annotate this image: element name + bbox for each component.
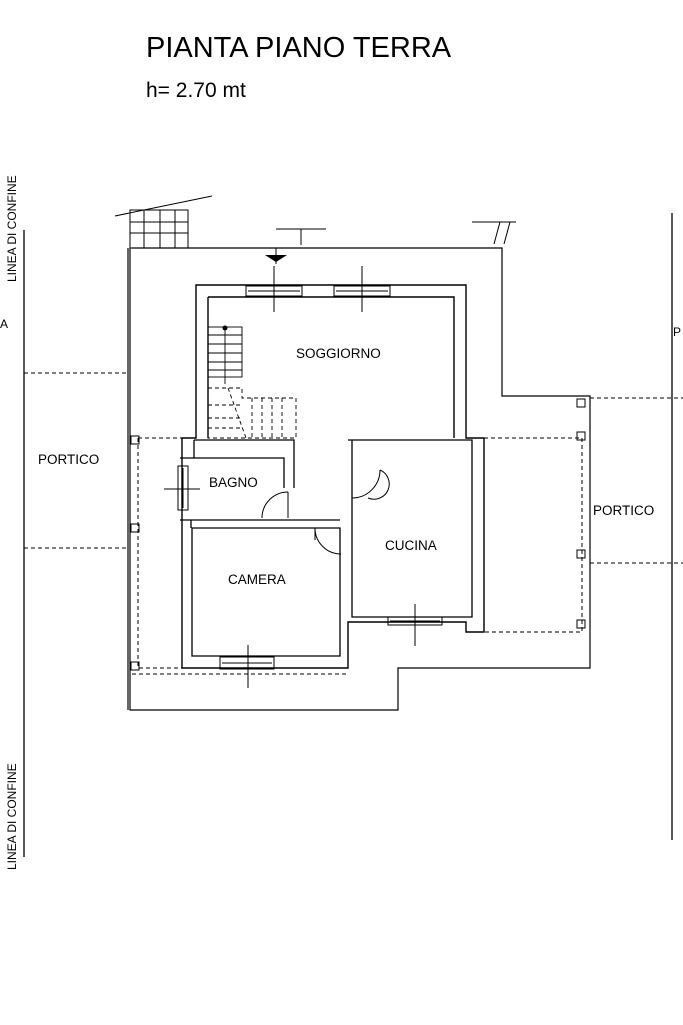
boundary-right: P — [671, 213, 681, 840]
label-portico-right: PORTICO — [593, 503, 654, 518]
internal-walls — [180, 439, 473, 657]
windows — [164, 266, 443, 688]
outer-outline — [127, 247, 591, 711]
cut-text-left: A — [0, 317, 8, 331]
label-soggiorno: SOGGIORNO — [296, 346, 381, 361]
external-stair — [114, 195, 213, 249]
label-portico-left: PORTICO — [38, 452, 99, 467]
cut-text-right: P — [673, 325, 681, 339]
portico-left-outline — [24, 372, 348, 675]
boundary-left: LINEA DI CONFINE LINEA DI CONFINE A — [0, 175, 25, 870]
label-cucina: CUCINA — [385, 538, 437, 553]
boundary-label-bottom: LINEA DI CONFINE — [5, 763, 19, 870]
side-canopy — [472, 221, 516, 245]
boundary-label-top: LINEA DI CONFINE — [5, 175, 19, 282]
portico-right-outline — [484, 397, 683, 633]
ceiling-height: h= 2.70 mt — [146, 79, 246, 102]
label-bagno: BAGNO — [209, 475, 258, 490]
internal-stair — [207, 325, 297, 439]
entrance-canopy — [265, 228, 326, 264]
doors — [261, 469, 390, 555]
plan-title: PIANTA PIANO TERRA — [146, 32, 452, 64]
label-camera: CAMERA — [228, 572, 286, 587]
